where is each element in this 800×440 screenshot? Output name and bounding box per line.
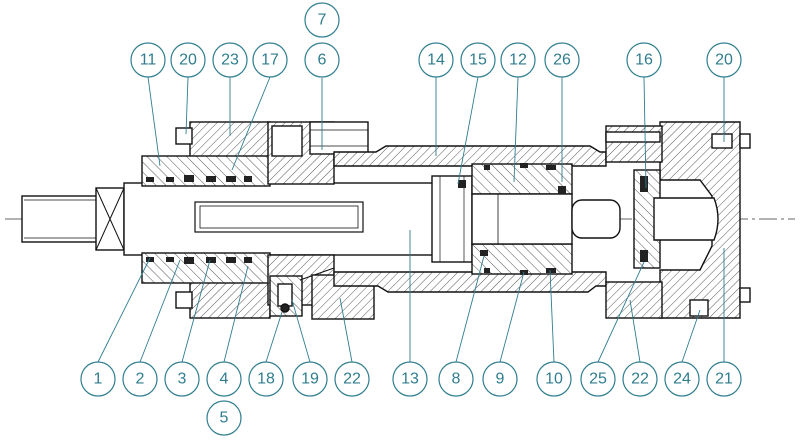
svg-text:16: 16 xyxy=(635,52,653,69)
svg-text:17: 17 xyxy=(261,52,279,69)
svg-text:22: 22 xyxy=(631,371,649,388)
callout-8: 8 xyxy=(438,361,474,397)
callout-20-top-right: 20 xyxy=(706,42,742,78)
callout-22-left: 22 xyxy=(334,361,370,397)
callout-7: 7 xyxy=(304,2,340,38)
barrel-top xyxy=(333,145,607,167)
cylinder-drawing xyxy=(21,121,751,320)
svg-text:10: 10 xyxy=(545,371,563,388)
svg-text:20: 20 xyxy=(715,52,733,69)
svg-text:19: 19 xyxy=(301,371,319,388)
svg-text:4: 4 xyxy=(220,371,229,388)
callout-26: 26 xyxy=(544,42,580,78)
svg-text:8: 8 xyxy=(452,371,461,388)
callout-5: 5 xyxy=(206,400,242,436)
callout-4: 4 xyxy=(206,361,242,397)
svg-text:2: 2 xyxy=(136,371,145,388)
svg-text:9: 9 xyxy=(496,371,505,388)
barrel-bottom xyxy=(333,271,607,293)
callouts-bottom: 1 2 3 4 5 18 19 22 13 8 9 10 25 22 24 21 xyxy=(80,361,742,436)
callout-10: 10 xyxy=(536,361,572,397)
rod-seals xyxy=(146,175,252,264)
callout-20-top-left: 20 xyxy=(170,42,206,78)
svg-text:12: 12 xyxy=(509,52,527,69)
svg-text:18: 18 xyxy=(257,371,275,388)
svg-text:23: 23 xyxy=(221,52,239,69)
callout-1: 1 xyxy=(80,361,116,397)
svg-text:1: 1 xyxy=(94,371,103,388)
svg-text:3: 3 xyxy=(178,371,187,388)
rod-thread-end xyxy=(21,195,101,243)
svg-text:20: 20 xyxy=(179,52,197,69)
tie-rod-nut-top xyxy=(309,121,369,155)
svg-text:21: 21 xyxy=(715,371,733,388)
callout-2: 2 xyxy=(122,361,158,397)
svg-text:15: 15 xyxy=(469,52,487,69)
svg-text:25: 25 xyxy=(589,371,607,388)
svg-text:7: 7 xyxy=(318,12,327,29)
callout-6: 6 xyxy=(304,42,340,78)
callout-15: 15 xyxy=(460,42,496,78)
callout-14: 14 xyxy=(418,42,454,78)
callout-9: 9 xyxy=(482,361,518,397)
callouts-top: 7 11 20 23 17 6 14 15 12 26 16 20 xyxy=(130,2,742,78)
callout-13: 13 xyxy=(392,361,428,397)
svg-text:24: 24 xyxy=(673,371,691,388)
callout-12: 12 xyxy=(500,42,536,78)
svg-text:26: 26 xyxy=(553,52,571,69)
svg-text:6: 6 xyxy=(318,52,327,69)
callout-17: 17 xyxy=(252,42,288,78)
svg-text:13: 13 xyxy=(401,371,419,388)
callout-25: 25 xyxy=(580,361,616,397)
callout-19: 19 xyxy=(292,361,328,397)
rod-recess xyxy=(194,201,364,233)
callout-18: 18 xyxy=(248,361,284,397)
callout-3: 3 xyxy=(164,361,200,397)
callout-21: 21 xyxy=(706,361,742,397)
callout-16: 16 xyxy=(626,42,662,78)
callout-22-right: 22 xyxy=(622,361,658,397)
callout-24: 24 xyxy=(664,361,700,397)
callout-23: 23 xyxy=(212,42,248,78)
callout-11: 11 xyxy=(130,42,166,78)
svg-text:14: 14 xyxy=(427,52,445,69)
svg-text:5: 5 xyxy=(220,410,229,427)
svg-text:22: 22 xyxy=(343,371,361,388)
rear-foot-mount xyxy=(605,281,663,319)
leader-lines xyxy=(97,76,725,363)
rod-tail xyxy=(571,199,621,239)
svg-text:11: 11 xyxy=(140,52,157,69)
piston-nut xyxy=(431,175,473,263)
end-cap xyxy=(659,121,741,319)
